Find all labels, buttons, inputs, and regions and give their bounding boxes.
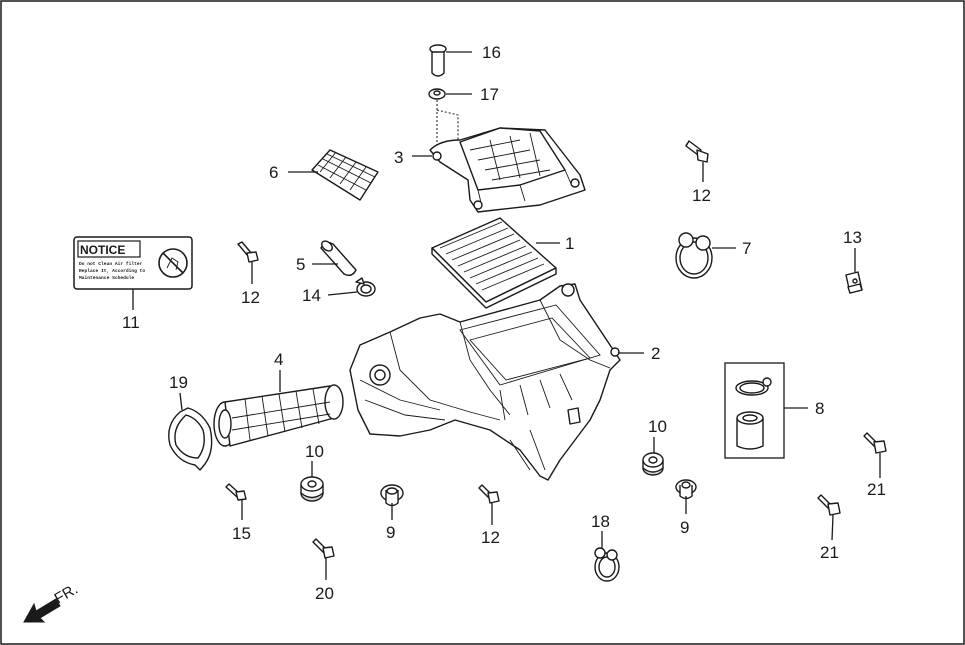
collar-part-9-left <box>380 484 404 507</box>
plug-part-5 <box>320 240 357 277</box>
callout-12-top: 12 <box>692 186 711 205</box>
leader-lines <box>132 51 881 580</box>
bolt-part-12-left <box>237 241 259 263</box>
callout-7: 7 <box>742 239 751 258</box>
callout-16: 16 <box>482 43 501 62</box>
callout-2: 2 <box>651 344 660 363</box>
washer-part-17 <box>428 88 446 100</box>
bolt-part-21-lower <box>817 494 841 516</box>
notice-label-part-11: NOTICE Do not Clean Air filter Replace I… <box>73 236 193 290</box>
callout-18: 18 <box>591 512 610 531</box>
callout-20: 20 <box>315 584 334 603</box>
callout-10-right: 10 <box>648 417 667 436</box>
callout-6: 6 <box>269 163 278 182</box>
callout-17: 17 <box>480 85 499 104</box>
collar-part-9-right <box>675 479 697 500</box>
callout-15: 15 <box>232 524 251 543</box>
notice-line-1: Do not Clean Air filter <box>79 261 143 267</box>
callout-9-left: 9 <box>386 523 395 542</box>
grommet-part-10-right <box>642 452 664 476</box>
bolt-part-15 <box>225 483 247 501</box>
notice-title: NOTICE <box>80 243 125 257</box>
alignment-dotted-lines <box>436 100 459 145</box>
bolt-part-12-center <box>478 484 500 504</box>
callout-13: 13 <box>843 228 862 247</box>
air-cleaner-case-part-2 <box>349 283 621 481</box>
callout-12-left: 12 <box>241 288 260 307</box>
duct-clamp-part-19 <box>168 407 213 471</box>
callout-1: 1 <box>565 234 574 253</box>
small-clamp-part-14 <box>355 277 376 297</box>
callout-4: 4 <box>274 350 283 369</box>
callout-21-lower: 21 <box>820 543 839 562</box>
bolt-part-12-top <box>685 140 709 163</box>
bolt-part-16 <box>429 44 447 77</box>
front-direction-arrow: FR. <box>23 581 81 623</box>
hose-clamp-part-7 <box>675 232 713 279</box>
callout-9-right: 9 <box>680 518 689 537</box>
clamp-plug-set-part-8 <box>724 362 785 459</box>
callout-8: 8 <box>815 399 824 418</box>
callout-12-center: 12 <box>481 528 500 547</box>
bolt-part-21-upper <box>863 432 887 454</box>
bolt-part-20 <box>312 538 335 559</box>
air-filter-part-1 <box>431 217 557 309</box>
callout-21-upper: 21 <box>867 480 886 499</box>
grommet-part-10-left <box>300 476 324 502</box>
callout-10-left: 10 <box>305 442 324 461</box>
intake-duct-part-4 <box>213 384 344 447</box>
callout-5: 5 <box>296 255 305 274</box>
callout-labels: 1 2 3 4 5 6 7 8 9 9 10 10 11 12 12 12 13… <box>122 43 886 603</box>
callout-14: 14 <box>302 286 321 305</box>
notice-line-3: Maintenance Schedule <box>79 275 134 281</box>
mesh-element-part-6 <box>311 149 379 201</box>
notice-line-2: Replace It, According to <box>79 268 145 274</box>
callout-11: 11 <box>122 313 140 332</box>
callout-3: 3 <box>394 148 403 167</box>
clip-nut-part-13 <box>845 271 863 294</box>
hose-clamp-part-18 <box>594 547 620 582</box>
callout-19: 19 <box>169 373 188 392</box>
air-cleaner-cover-part-3 <box>429 127 586 213</box>
